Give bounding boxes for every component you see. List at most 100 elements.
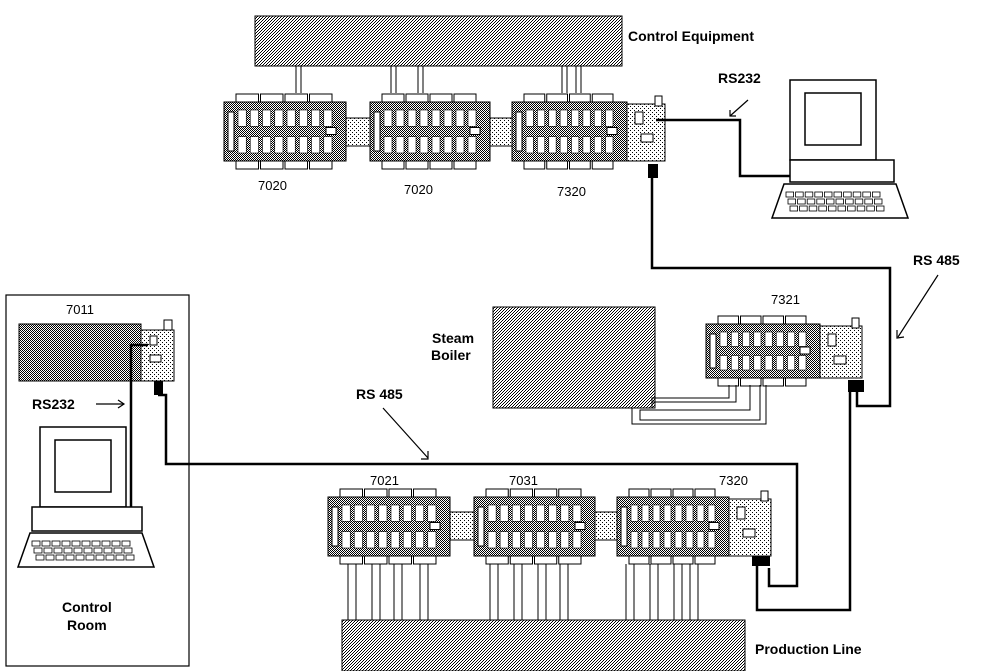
terminal-cell	[764, 331, 773, 347]
rs232-top-cable	[656, 118, 790, 178]
rs485-cable-mid	[158, 393, 799, 588]
status-led	[742, 528, 756, 538]
keyboard-key	[876, 205, 885, 212]
terminal-cell	[559, 109, 568, 127]
indicator-bar	[331, 506, 339, 547]
terminal-cell	[323, 109, 333, 127]
keyboard-key	[816, 198, 825, 205]
rs485-right-arrow	[897, 274, 939, 338]
terminal-cell	[559, 136, 568, 154]
terminal-cell	[366, 531, 376, 549]
terminal-cell	[525, 136, 534, 154]
terminal-cell	[341, 504, 351, 522]
terminal-cell	[427, 504, 437, 522]
terminal-cell	[641, 504, 650, 522]
terminal-cell	[674, 531, 683, 549]
terminal-cell	[467, 109, 477, 127]
terminal-cell	[249, 136, 259, 154]
keyboard-key	[845, 198, 854, 205]
terminal-cell	[431, 136, 441, 154]
keyboard-key	[787, 198, 796, 205]
keyboard-key	[125, 554, 135, 561]
terminal-cell	[605, 109, 614, 127]
terminal-cell	[323, 136, 333, 154]
terminal-cell	[572, 504, 582, 522]
terminal-cell	[798, 355, 807, 371]
rs485-mid-arrowhead	[421, 451, 429, 460]
terminal-cell	[298, 136, 308, 154]
status-led	[640, 133, 654, 143]
module-label-7021: 7021	[370, 473, 399, 488]
terminal-cell	[237, 109, 247, 127]
terminal-cell	[487, 531, 497, 549]
terminal-cell	[696, 531, 705, 549]
module-label-7320-bottom: 7320	[719, 473, 748, 488]
control-equipment-label: Control Equipment	[628, 28, 754, 44]
control-room-label-1: Control	[62, 599, 112, 615]
terminal-cell	[571, 136, 580, 154]
status-led	[574, 522, 586, 530]
terminal-cell	[537, 136, 546, 154]
terminal-cell	[274, 109, 284, 127]
terminal-cell	[630, 531, 639, 549]
terminal-cell	[582, 109, 591, 127]
terminal-cell	[525, 109, 534, 127]
terminal-cell	[511, 531, 521, 549]
connector-port	[634, 111, 644, 125]
terminal-cell	[548, 109, 557, 127]
module-coupler	[489, 117, 513, 147]
connector-port	[760, 490, 769, 502]
status-led	[606, 127, 618, 135]
keyboard-key	[818, 205, 827, 212]
connector-plug	[648, 164, 658, 178]
keyboard-key	[826, 198, 835, 205]
terminal-cell	[742, 355, 751, 371]
module-label-7020-a: 7020	[258, 178, 287, 193]
keyboard-key	[31, 540, 41, 547]
keyboard-key	[43, 547, 53, 554]
module-7320-top	[511, 93, 666, 170]
keyboard-key	[866, 205, 875, 212]
keyboard-key	[55, 554, 65, 561]
terminal-cell	[511, 504, 521, 522]
terminal-cell	[730, 331, 739, 347]
terminal-cell	[262, 136, 272, 154]
terminal-cell	[548, 136, 557, 154]
terminal-cell	[383, 109, 393, 127]
terminal-cell	[390, 531, 400, 549]
indicator-bar	[373, 111, 381, 152]
module-side-panel	[819, 325, 863, 379]
rs485-right-arrowhead	[896, 330, 905, 339]
terminal-cell	[775, 331, 784, 347]
production-line-label: Production Line	[755, 641, 862, 657]
keyboard-key	[795, 191, 804, 198]
terminal-cell	[753, 331, 762, 347]
keyboard-key	[843, 191, 852, 198]
terminal-cell	[663, 531, 672, 549]
rs485-cable-right	[650, 178, 892, 408]
terminal-cell	[419, 136, 429, 154]
terminal-cell	[537, 109, 546, 127]
keyboard-key	[121, 540, 131, 547]
terminal-cell	[395, 109, 405, 127]
rs485-mid-arrow	[382, 407, 429, 459]
module-7011	[18, 319, 175, 395]
status-led	[429, 522, 441, 530]
module-7031	[473, 488, 596, 565]
terminal-cell	[311, 136, 321, 154]
keyboard-key	[123, 547, 133, 554]
keyboard-key	[41, 540, 51, 547]
keyboard-key	[61, 540, 71, 547]
keyboard-key	[847, 205, 856, 212]
keyboard-key	[872, 191, 881, 198]
keyboard-key	[63, 547, 73, 554]
terminal-cell	[407, 109, 417, 127]
terminal-cell	[775, 355, 784, 371]
terminal-cell	[455, 136, 465, 154]
module-7320-bottom	[616, 488, 772, 565]
module-7321	[705, 315, 863, 387]
rs232-top-arrowhead	[729, 110, 736, 117]
terminal-cell	[572, 531, 582, 549]
indicator-bar	[477, 506, 485, 547]
terminal-cell	[311, 109, 321, 127]
